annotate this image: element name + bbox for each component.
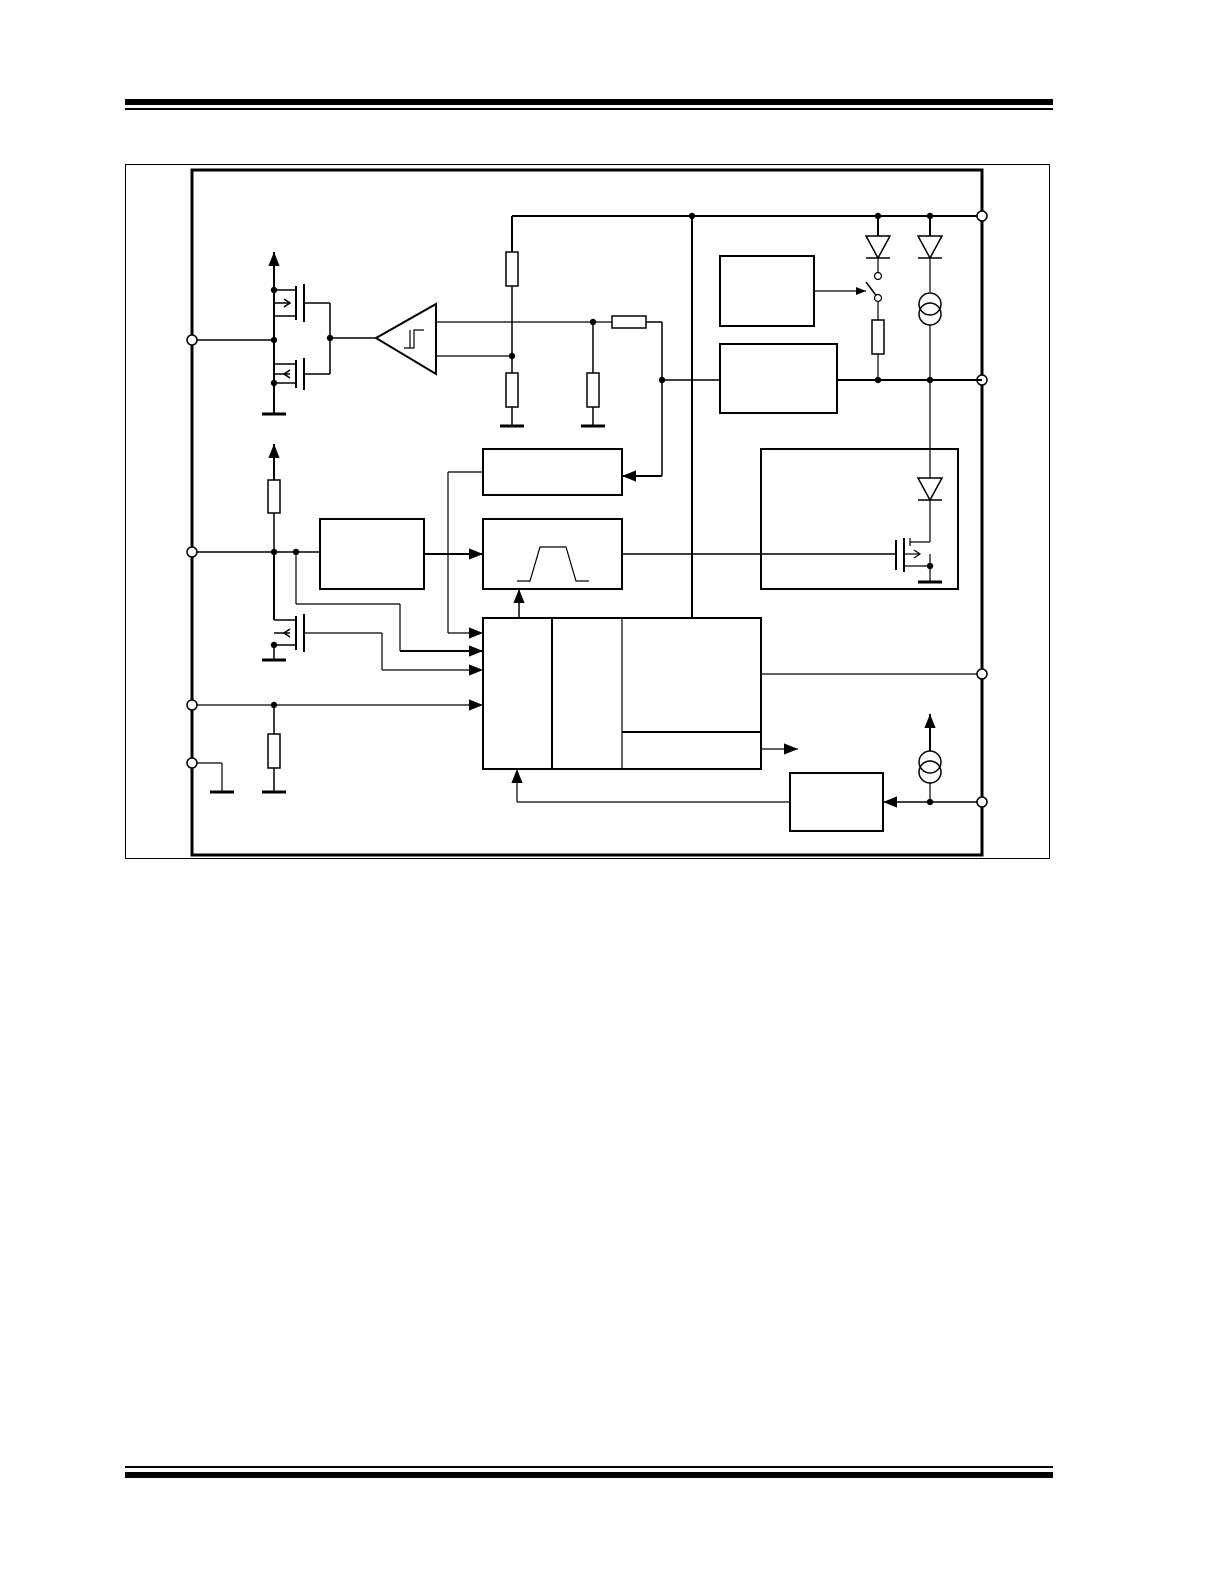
footer-rule-thick	[125, 1472, 1053, 1478]
pin-left-3	[187, 700, 197, 710]
resistor-divider	[500, 252, 720, 482]
resistor	[587, 373, 599, 407]
filter-block	[483, 519, 622, 589]
pin-group	[187, 211, 987, 807]
pin-left-2	[187, 547, 197, 557]
footer-rule-thin	[125, 1466, 1053, 1468]
header-rule-thick	[125, 99, 1053, 105]
pin-left-4	[187, 758, 197, 768]
comparator	[376, 304, 436, 374]
bottom-right-section	[511, 714, 977, 831]
pushpull-stage	[197, 252, 376, 414]
block-upper-mid	[483, 449, 622, 495]
filter-pulse-icon	[517, 547, 589, 581]
pin-right-3	[977, 669, 987, 679]
resistor	[612, 316, 646, 328]
right-middle-block	[761, 449, 958, 589]
figure-frame	[125, 164, 1050, 859]
pin-left-1	[187, 335, 197, 345]
supply-rail	[512, 216, 982, 618]
pin-right-4	[977, 797, 987, 807]
current-source-2	[919, 751, 941, 773]
resistor	[506, 252, 518, 286]
resistor	[872, 320, 884, 354]
logic-block	[483, 618, 977, 769]
resistor	[268, 480, 280, 513]
junction	[270, 286, 278, 294]
input-stage-2	[197, 444, 483, 676]
middle-blocks	[320, 449, 896, 639]
chip-outline	[192, 170, 982, 855]
block-top-right-2	[720, 344, 837, 413]
top-right-section	[720, 236, 982, 478]
block-top-right-1	[720, 256, 814, 326]
input-stage-3	[197, 699, 483, 792]
resistor	[506, 373, 518, 407]
diode-2	[918, 236, 942, 258]
diode-3	[918, 478, 942, 500]
pin-right-1	[977, 211, 987, 221]
block-left-mid	[320, 519, 424, 589]
header-rule-thin	[125, 108, 1053, 110]
resistor	[268, 734, 280, 768]
block-bottom-right	[790, 773, 883, 831]
diode-1	[866, 236, 890, 258]
current-source-1	[919, 293, 941, 315]
